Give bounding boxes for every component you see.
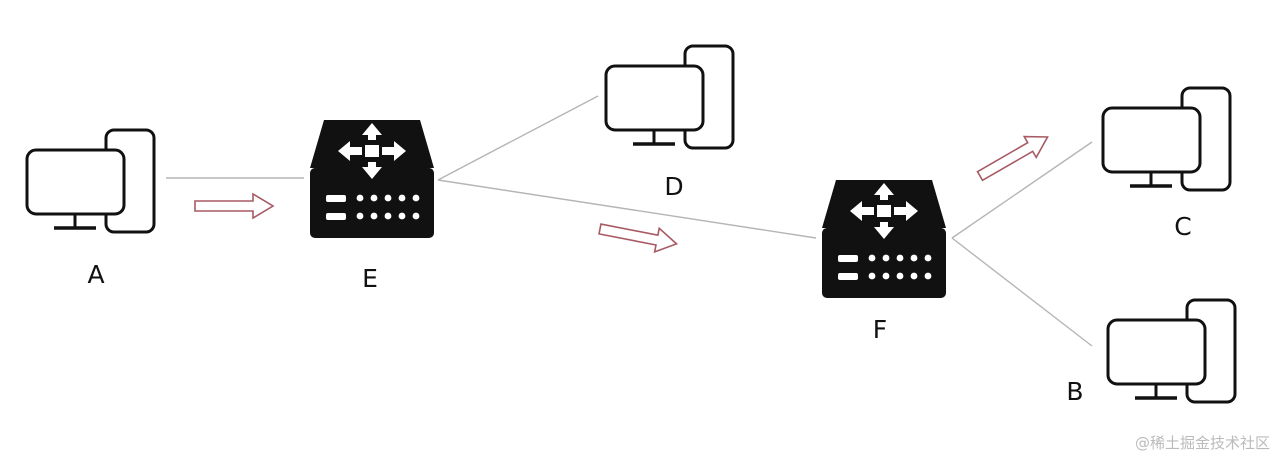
node-label: A	[87, 260, 104, 289]
computer-icon	[604, 44, 735, 150]
node-e: E	[310, 120, 434, 293]
links-layer	[166, 95, 1093, 347]
computer-icon	[1106, 298, 1237, 404]
nodes-layer: A E D F C B	[25, 44, 1237, 406]
router-icon	[822, 180, 946, 298]
node-label: B	[1066, 377, 1083, 406]
watermark-text: @稀土掘金技术社区	[1135, 434, 1270, 452]
node-d: D	[604, 44, 735, 201]
flow-arrow-a-e	[194, 193, 274, 219]
node-b: B	[1066, 298, 1237, 406]
node-label: F	[873, 315, 887, 344]
flow-arrow-f-c	[973, 125, 1055, 188]
node-label: C	[1174, 212, 1191, 241]
router-icon	[310, 120, 434, 238]
computer-icon	[1101, 86, 1232, 192]
link-f-c	[951, 141, 1093, 239]
flow-arrow-e-f	[596, 216, 680, 257]
link-e-f	[437, 179, 817, 239]
node-label: E	[362, 264, 378, 293]
computer-icon	[25, 128, 156, 234]
node-f: F	[822, 180, 946, 344]
node-a: A	[25, 128, 156, 289]
node-c: C	[1101, 86, 1232, 241]
node-label: D	[664, 172, 683, 201]
link-f-b	[951, 237, 1093, 347]
link-e-d	[437, 95, 599, 181]
